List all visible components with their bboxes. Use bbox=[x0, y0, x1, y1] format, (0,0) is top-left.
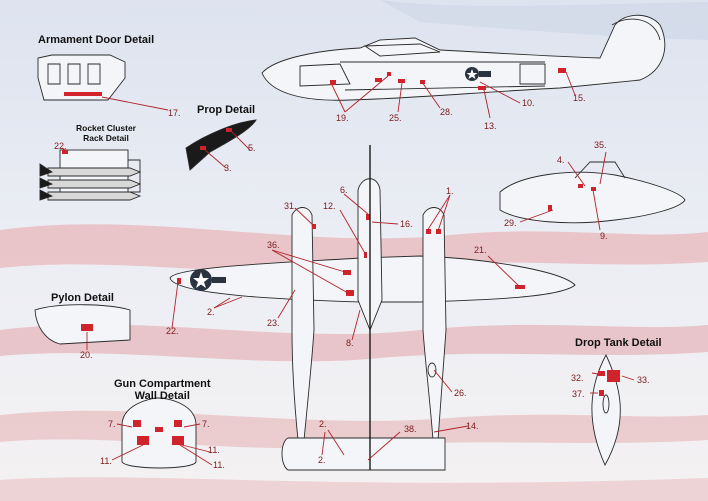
rocket-cluster-heading-line1: Rocket Cluster bbox=[76, 123, 136, 133]
callout-label: 2. bbox=[207, 307, 215, 317]
callout-label: 16. bbox=[400, 219, 413, 229]
callout-label: 7. bbox=[108, 419, 116, 429]
armament-door-heading: Armament Door Detail bbox=[38, 34, 155, 46]
pylon-drawing bbox=[34, 304, 131, 345]
callout-label: 23. bbox=[267, 318, 280, 328]
callout-label: 13. bbox=[484, 121, 497, 131]
callout-label: 11. bbox=[100, 456, 112, 466]
gun-compartment-drawing bbox=[121, 397, 197, 469]
callout-label: 26. bbox=[454, 388, 467, 398]
callout-label: 11. bbox=[213, 460, 225, 470]
callout-label: 20. bbox=[80, 350, 93, 360]
drop-tank-drawing bbox=[591, 353, 621, 467]
callout-label: 9. bbox=[600, 231, 608, 241]
rocket-cluster-heading-line2: Rack Detail bbox=[83, 133, 129, 143]
callout-label: 32. bbox=[571, 373, 584, 383]
callout-label: 6. bbox=[340, 185, 348, 195]
side-view-aircraft bbox=[261, 14, 666, 101]
armament-door-drawing bbox=[37, 54, 126, 101]
drop-tank-heading: Drop Tank Detail bbox=[575, 337, 662, 349]
callout-label: 37. bbox=[572, 389, 585, 399]
callout-label: 38. bbox=[404, 424, 417, 434]
prop-detail-heading: Prop Detail bbox=[197, 104, 256, 116]
callout-label: 2. bbox=[319, 419, 327, 429]
callout-label: 17. bbox=[168, 108, 181, 118]
callout-label: 35. bbox=[594, 140, 607, 150]
rocket-cluster-drawing bbox=[39, 149, 142, 201]
gun-compartment-heading: Gun Compartment Wall Detail bbox=[114, 378, 211, 402]
callout-label: 14. bbox=[466, 421, 479, 431]
callout-label: 11. bbox=[208, 445, 220, 455]
callout-label: 2. bbox=[318, 455, 326, 465]
pylon-detail-heading: Pylon Detail bbox=[51, 292, 114, 304]
gun-compartment-heading-line1: Gun Compartment bbox=[114, 378, 211, 390]
callout-label: 22. bbox=[54, 141, 67, 151]
callout-label: 29. bbox=[504, 218, 517, 228]
callout-label: 1. bbox=[446, 186, 454, 196]
callout-label: 19. bbox=[336, 113, 349, 123]
propeller-blade-drawing bbox=[185, 119, 257, 171]
callout-label: 8. bbox=[346, 338, 354, 348]
callout-label: 7. bbox=[202, 419, 210, 429]
callout-label: 25. bbox=[389, 113, 402, 123]
nose-section-drawing bbox=[499, 161, 686, 224]
callout-label: 28. bbox=[440, 107, 453, 117]
callout-label: 22. bbox=[166, 326, 179, 336]
callout-label: 33. bbox=[637, 375, 650, 385]
rocket-cluster-heading: Rocket Cluster Rack Detail bbox=[76, 123, 136, 143]
callout-label: 36. bbox=[267, 240, 280, 250]
leader-lines bbox=[61, 71, 635, 466]
callout-label: 5. bbox=[248, 143, 256, 153]
callout-label: 3. bbox=[224, 163, 232, 173]
callout-label: 12. bbox=[323, 201, 336, 211]
callout-label: 15. bbox=[573, 93, 586, 103]
callout-label: 10. bbox=[522, 98, 535, 108]
callout-label: 4. bbox=[557, 155, 565, 165]
callout-label: 31. bbox=[284, 201, 297, 211]
gun-compartment-heading-line2: Wall Detail bbox=[134, 390, 190, 402]
callout-label: 21. bbox=[474, 245, 487, 255]
